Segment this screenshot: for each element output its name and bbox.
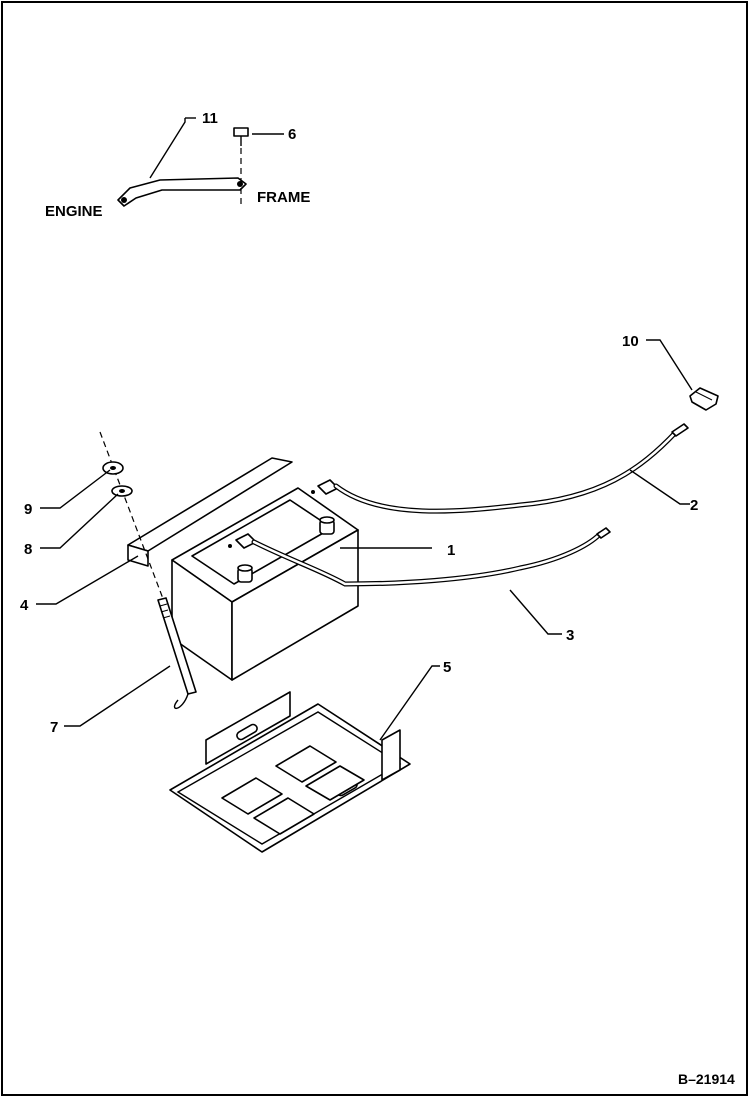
terminal-negative-top xyxy=(237,564,253,572)
bracket-lip xyxy=(127,544,149,567)
leader-11 xyxy=(149,118,186,179)
leader-8 xyxy=(40,493,119,549)
tray-slot xyxy=(236,723,258,741)
strap-hole-frame xyxy=(237,181,243,187)
callout-11: 11 xyxy=(202,110,218,127)
positive-cable-end xyxy=(671,423,689,437)
rod-thread xyxy=(162,615,171,619)
negative-cable-bolt xyxy=(228,544,232,548)
callout-6: 6 xyxy=(288,126,296,143)
ground-strap-assembly xyxy=(117,117,284,208)
tray-pad xyxy=(275,745,337,783)
battery-tray xyxy=(169,691,411,853)
rod-centerline xyxy=(99,431,166,605)
terminal-positive-top xyxy=(319,516,335,524)
hold-down-rod xyxy=(157,597,197,709)
hold-down-bracket xyxy=(127,457,293,567)
leader-4 xyxy=(36,555,139,605)
positive-cable-bolt xyxy=(311,490,315,494)
callout-7: 7 xyxy=(50,719,58,736)
battery-side xyxy=(231,529,359,681)
bolt-head xyxy=(233,127,249,137)
reference-number: B–21914 xyxy=(678,1071,735,1087)
callout-3: 3 xyxy=(566,627,574,644)
tray-side-flange xyxy=(381,729,401,781)
tray-pad xyxy=(221,777,283,815)
leader-7 xyxy=(64,665,171,727)
positive-cable-outline xyxy=(333,429,679,514)
negative-cable-body xyxy=(252,532,602,586)
frame-label: FRAME xyxy=(257,189,310,206)
tray-pad xyxy=(253,797,315,835)
rod-thread xyxy=(159,603,168,607)
terminal-cap-ridge xyxy=(695,391,713,401)
engine-label: ENGINE xyxy=(45,203,103,220)
washer-hole xyxy=(119,489,125,493)
leader-5 xyxy=(379,665,440,741)
terminal-cap xyxy=(689,387,719,411)
negative-cable xyxy=(228,527,611,587)
leader-2 xyxy=(629,469,690,505)
positive-cable xyxy=(311,423,689,514)
tray-pad xyxy=(305,765,365,801)
positive-cable-body xyxy=(334,430,678,513)
negative-cable-end xyxy=(596,527,611,539)
leader-9 xyxy=(40,469,111,509)
callout-5: 5 xyxy=(443,659,451,676)
callout-4: 4 xyxy=(20,597,29,614)
ground-strap xyxy=(117,177,247,207)
tray-floor xyxy=(169,703,411,853)
strap-hole-engine xyxy=(121,197,127,203)
rod-body xyxy=(157,597,197,695)
callout-9: 9 xyxy=(24,501,32,518)
callout-1: 1 xyxy=(447,542,455,559)
callout-8: 8 xyxy=(24,541,32,558)
rod-hook xyxy=(173,693,189,709)
nut-hole xyxy=(110,466,116,470)
callout-10: 10 xyxy=(622,333,639,350)
rod-thread xyxy=(160,609,169,613)
leader-10 xyxy=(646,339,693,391)
leader-3 xyxy=(509,589,562,635)
callout-2: 2 xyxy=(690,497,698,514)
